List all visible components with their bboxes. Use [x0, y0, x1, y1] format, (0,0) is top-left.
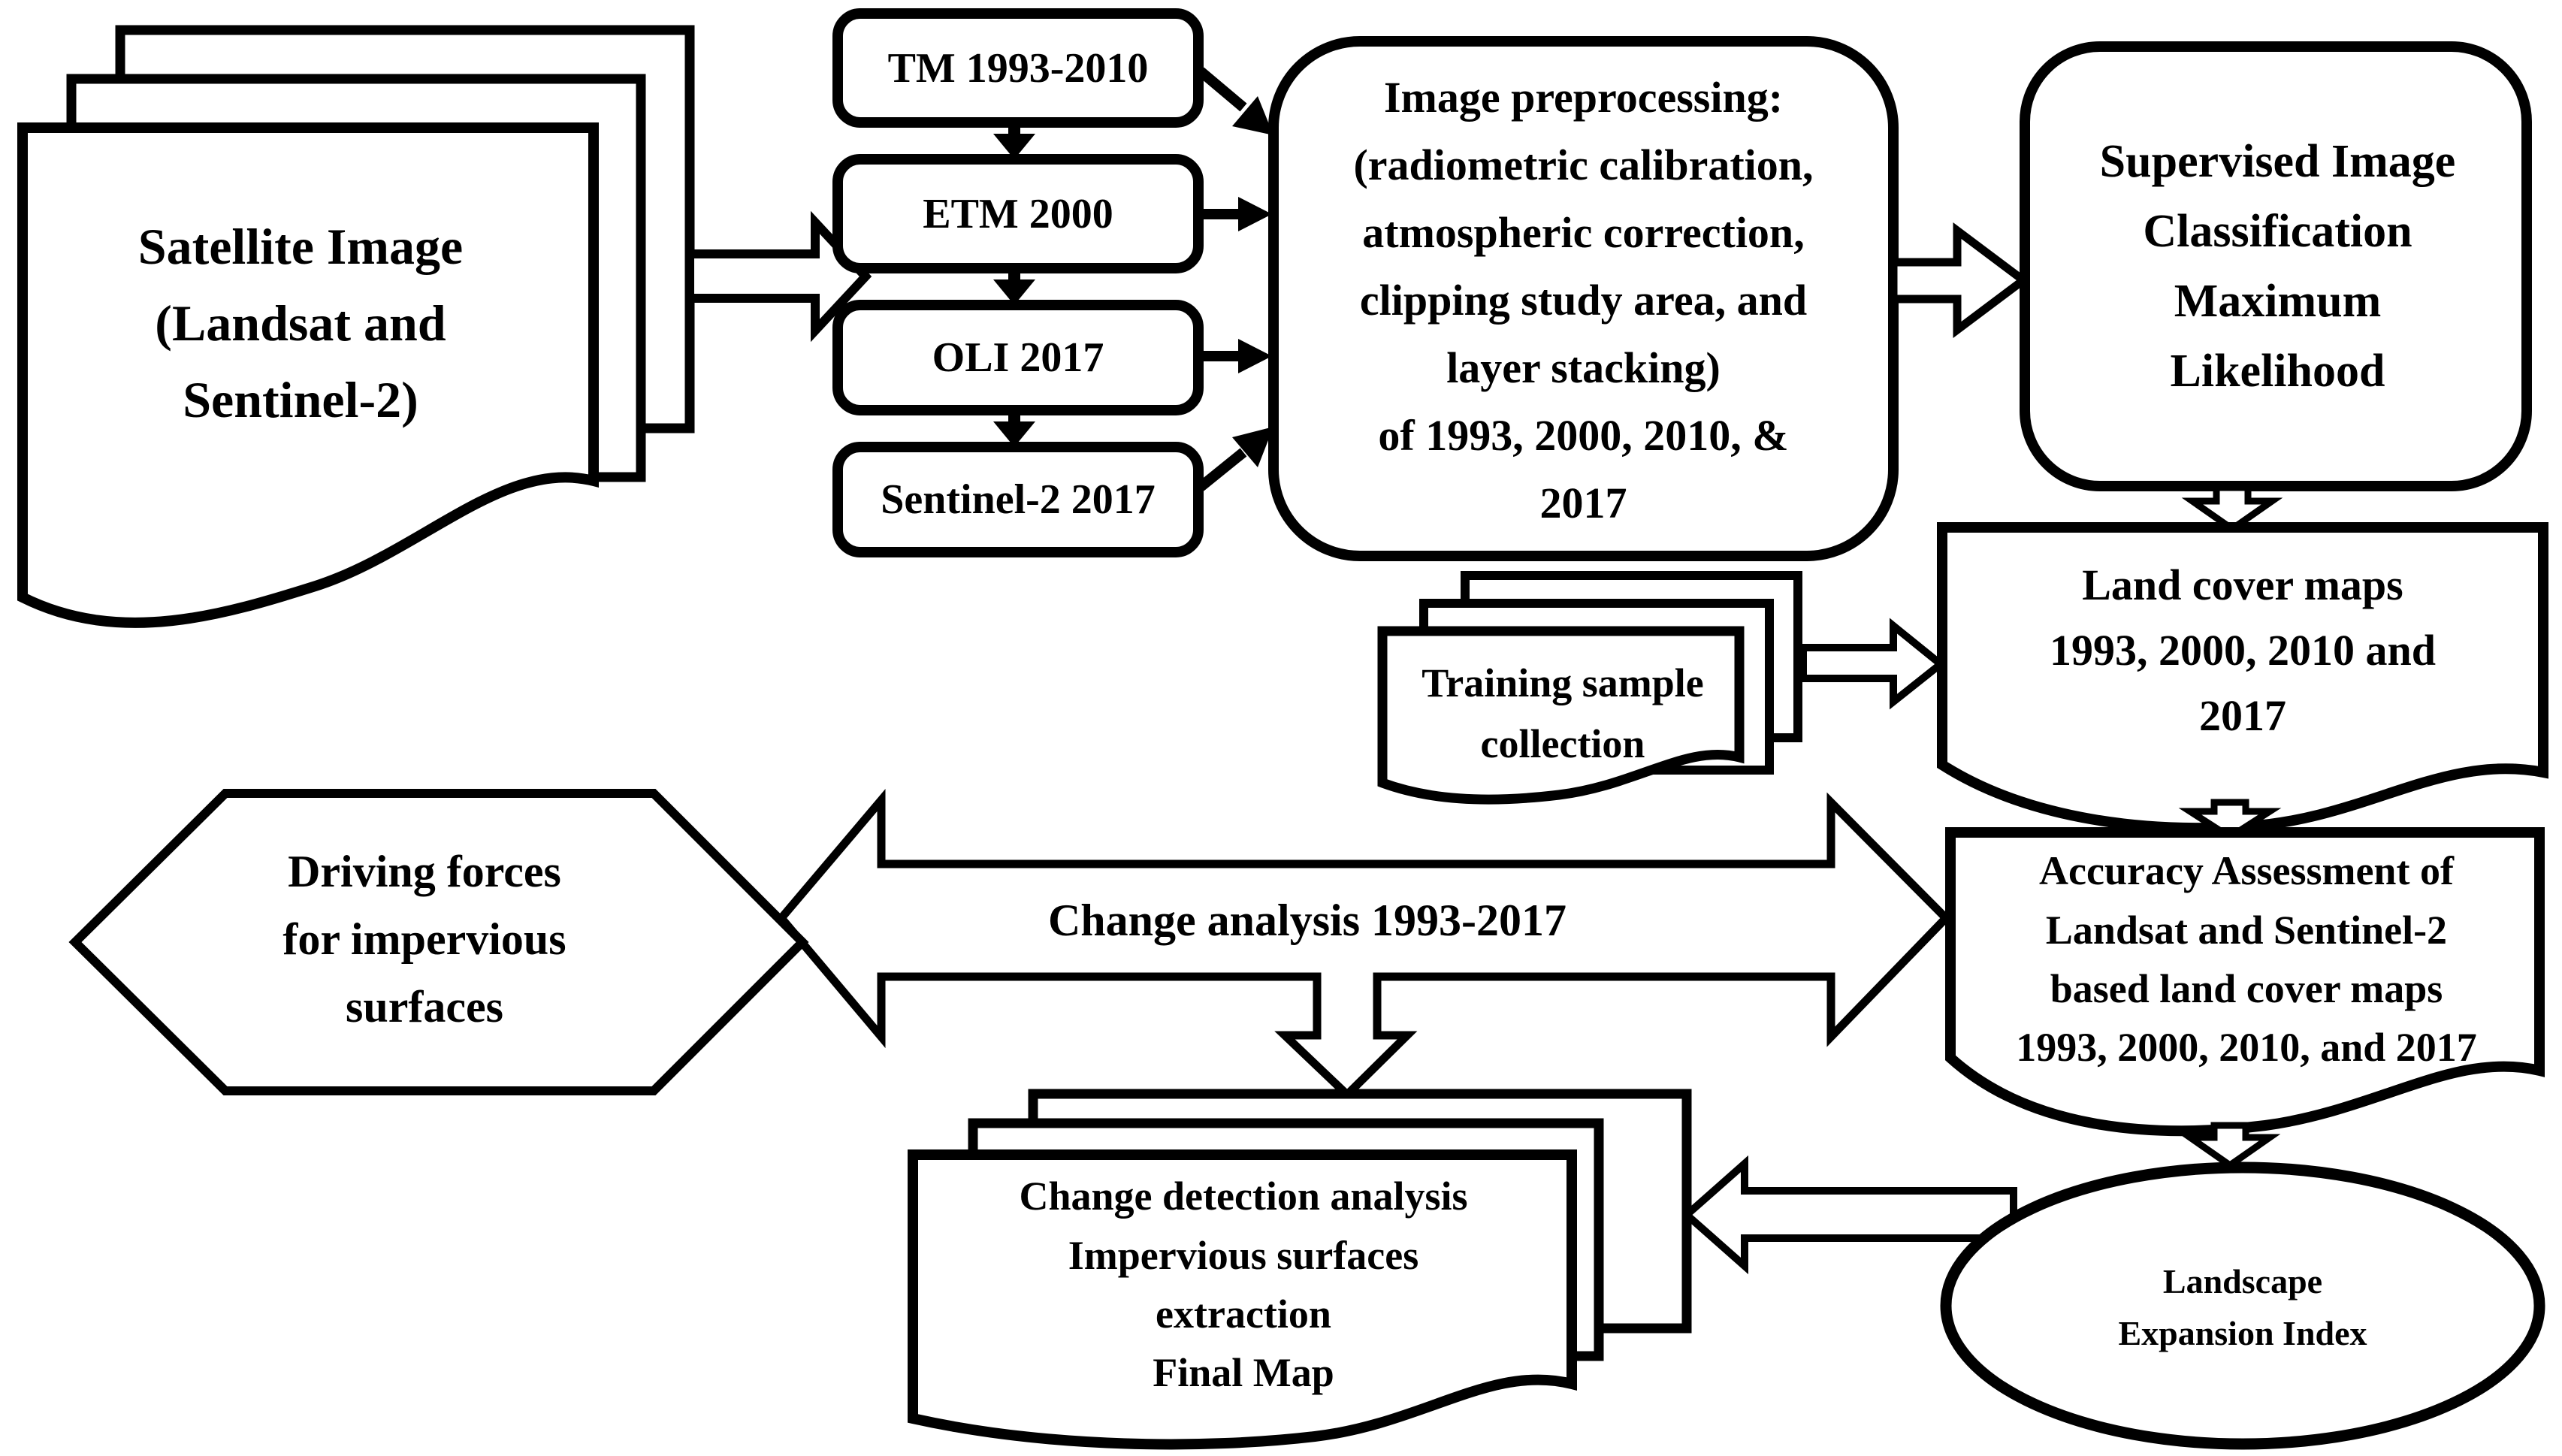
satellite-page-front [17, 122, 599, 628]
arrow-sentinel-to-preprocessing [1197, 427, 1273, 491]
training-samples-node [1377, 571, 1802, 805]
tm-box [832, 8, 1204, 128]
arrow-satellite-to-sensors [685, 210, 872, 343]
arrow-etm-to-preprocessing [1201, 197, 1272, 231]
arrow-etm-to-oli [993, 268, 1035, 305]
changedetection-page-front [908, 1149, 1577, 1450]
change-analysis-arrow [775, 788, 1952, 1101]
sentinel-box [832, 442, 1204, 557]
oli-box [832, 300, 1204, 415]
arrow-oli-to-sentinel [993, 410, 1035, 447]
arrow-index-to-changedetection [1681, 1155, 2017, 1275]
arrow-landcover-to-accuracy [2178, 799, 2282, 841]
arrow-preprocessing-to-classification [1889, 222, 2031, 338]
etm-box [832, 154, 1204, 273]
change-detection-node [908, 1089, 1692, 1450]
satellite-image-node [17, 25, 695, 628]
driving-forces-hexagon [68, 789, 809, 1095]
landscape-index-ellipse [1940, 1161, 2545, 1450]
arrow-tm-to-etm [993, 122, 1035, 159]
arrow-oli-to-preprocessing [1201, 339, 1272, 373]
arrow-classification-to-landcover [2181, 484, 2283, 533]
arrow-tm-to-preprocessing [1197, 67, 1273, 135]
training-page-front [1377, 626, 1745, 805]
preprocessing-box [1268, 36, 1899, 561]
classification-box [2020, 41, 2532, 491]
landcover-doc [1937, 522, 2548, 834]
arrow-accuracy-to-index [2179, 1122, 2281, 1170]
accuracy-doc [1945, 827, 2545, 1137]
arrow-training-to-landcover [1799, 618, 1947, 710]
